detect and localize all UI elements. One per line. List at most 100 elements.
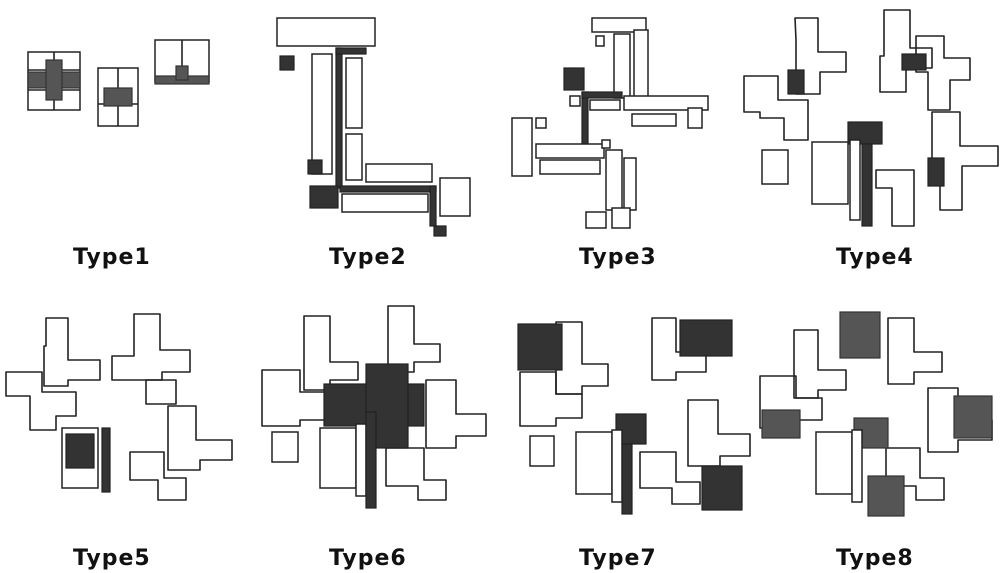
type7-wing-right <box>687 399 751 467</box>
type4-wing-left <box>743 75 809 141</box>
type7-label: Type7 <box>579 546 657 571</box>
type1-label: Type1 <box>73 245 151 270</box>
type4-dark-block-left <box>787 69 805 95</box>
type4-dark-spine <box>861 143 873 227</box>
type3-spine-v <box>581 91 589 147</box>
type7-wing-top <box>651 317 707 381</box>
type2-left-strip <box>311 53 333 175</box>
type6-wing-right <box>425 379 487 449</box>
type3-left-arm <box>535 143 605 159</box>
type8-strip-center <box>851 429 863 503</box>
type8-wing-top <box>887 317 943 385</box>
type7-diagram <box>517 317 751 515</box>
type3-bottom-box-b <box>611 207 631 229</box>
type3-right-arm-b <box>631 113 677 127</box>
type7-dark-block-top-left <box>517 323 563 371</box>
type6-wing-top-left <box>303 315 359 391</box>
type6-strip-center <box>355 423 367 497</box>
type2-top-bar <box>276 17 376 47</box>
type4-box-left <box>761 149 789 185</box>
type7-box-left <box>529 435 555 467</box>
type4-box-center <box>811 141 849 205</box>
type5-wing-top <box>111 313 191 381</box>
type2-label: Type2 <box>329 245 407 270</box>
type3-small-box-a <box>595 35 605 47</box>
type8-box-center <box>815 431 853 495</box>
type3-label: Type3 <box>579 245 657 270</box>
type5-label: Type5 <box>73 546 151 571</box>
type2-spine-v <box>335 47 343 189</box>
type8-block-bottom <box>867 475 905 517</box>
type3-low-strip-a <box>605 149 623 211</box>
type3-mid-strip-a <box>613 33 631 99</box>
type7-strip-center <box>611 429 623 503</box>
type5-dark-block <box>65 433 95 469</box>
type4-strip-center <box>849 139 861 221</box>
type4-wing-top-right <box>915 35 971 111</box>
type2-spine-h <box>335 47 367 55</box>
type3-dark-block <box>563 67 585 91</box>
type3-diagram <box>511 17 709 229</box>
type1-diagram <box>27 39 210 127</box>
type1-unit-a-core-v <box>45 59 63 101</box>
type2-inner-strip-a <box>345 57 363 129</box>
type2-corner-block-mid <box>307 159 323 175</box>
type3-bottom-box-a <box>585 211 607 229</box>
type2-base-bar <box>339 185 437 193</box>
type2-right-strip <box>365 163 433 183</box>
type5-diagram <box>5 313 233 501</box>
type7-wing-bottom <box>639 451 701 505</box>
type2-side-box <box>439 177 471 217</box>
type3-small-box-c <box>535 117 547 129</box>
type5-wing-mid <box>145 379 177 405</box>
type8-label: Type8 <box>836 546 914 571</box>
type2-bottom-strip <box>341 193 429 213</box>
type6-wing-left <box>261 369 327 427</box>
type3-small-box-b <box>569 95 581 107</box>
type4-wing-top <box>879 9 933 93</box>
type2-corner-block-top <box>279 55 295 71</box>
type4-wing-bottom <box>875 169 915 227</box>
type4-diagram <box>743 9 999 227</box>
type7-dark-block-bottom-right <box>701 465 743 511</box>
type7-box-center <box>575 431 613 495</box>
type3-low-strip-b <box>623 157 637 211</box>
type3-left-bar <box>511 117 533 177</box>
type5-dark-spine <box>101 427 111 493</box>
type5-wing-right <box>167 405 233 471</box>
type6-label: Type6 <box>329 546 407 571</box>
type6-box-center <box>319 427 357 489</box>
type3-left-arm-b <box>539 159 601 175</box>
type2-end-block <box>433 225 447 237</box>
type1-unit-b-core <box>103 87 133 107</box>
type7-dark-block-top-right <box>679 319 733 357</box>
type4-wing-top-left <box>794 17 847 95</box>
type3-top-strip <box>591 17 647 33</box>
type6-diagram <box>261 305 487 509</box>
type2-diagram <box>276 17 471 237</box>
type5-wing-bottom <box>129 451 187 501</box>
type4-dark-block-right <box>927 157 945 187</box>
type6-box-left <box>271 431 299 463</box>
type7-dark-spine <box>621 443 633 515</box>
type1-unit-c-core-v <box>175 65 189 81</box>
type6-wing-top <box>387 305 441 373</box>
type4-label: Type4 <box>836 245 914 270</box>
type5-wing-top-left <box>43 317 101 387</box>
type2-base-leg <box>429 185 437 227</box>
type5-wing-left <box>5 371 77 431</box>
type3-strip-c <box>589 99 621 111</box>
type3-right-end <box>687 107 703 129</box>
type3-small-box-d <box>601 139 611 149</box>
type3-spine-h <box>581 91 623 99</box>
type6-dark-spine <box>365 411 377 509</box>
type2-inner-strip-b <box>345 133 363 181</box>
type2-corner-block-low <box>309 185 339 209</box>
type8-diagram <box>759 311 993 517</box>
type8-wing-top-left <box>793 329 847 399</box>
type7-wing-left <box>519 371 583 427</box>
type8-block-right <box>953 395 993 439</box>
type8-block-left <box>761 409 801 439</box>
type4-dark-block-top <box>901 53 927 71</box>
